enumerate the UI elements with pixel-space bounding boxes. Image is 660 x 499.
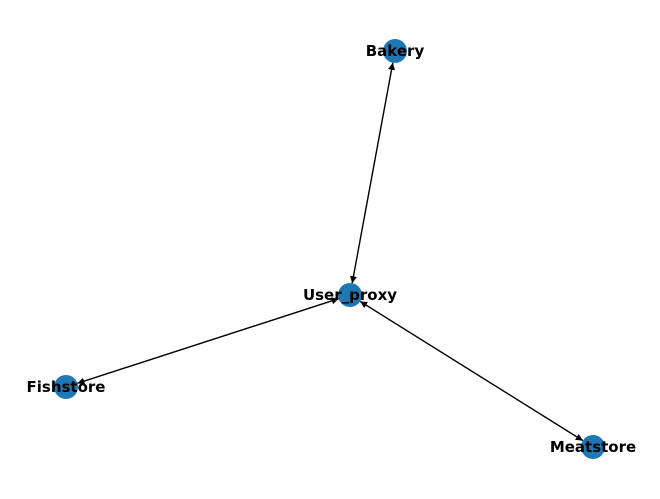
node-label-fishstore: Fishstore bbox=[27, 378, 106, 396]
nodes-layer bbox=[54, 39, 605, 459]
node-label-user-proxy: User_proxy bbox=[303, 286, 397, 304]
node-meatstore bbox=[581, 435, 605, 459]
edges-layer bbox=[77, 62, 584, 442]
edge-user-proxy-fishstore bbox=[77, 297, 339, 385]
node-bakery bbox=[383, 39, 407, 63]
node-label-meatstore: Meatstore bbox=[550, 438, 636, 456]
node-user-proxy bbox=[338, 283, 362, 307]
node-label-bakery: Bakery bbox=[366, 42, 425, 60]
node-fishstore bbox=[54, 375, 78, 399]
edge-user-proxy-bakery bbox=[350, 62, 395, 284]
edge-user-proxy-meatstore bbox=[359, 300, 584, 442]
